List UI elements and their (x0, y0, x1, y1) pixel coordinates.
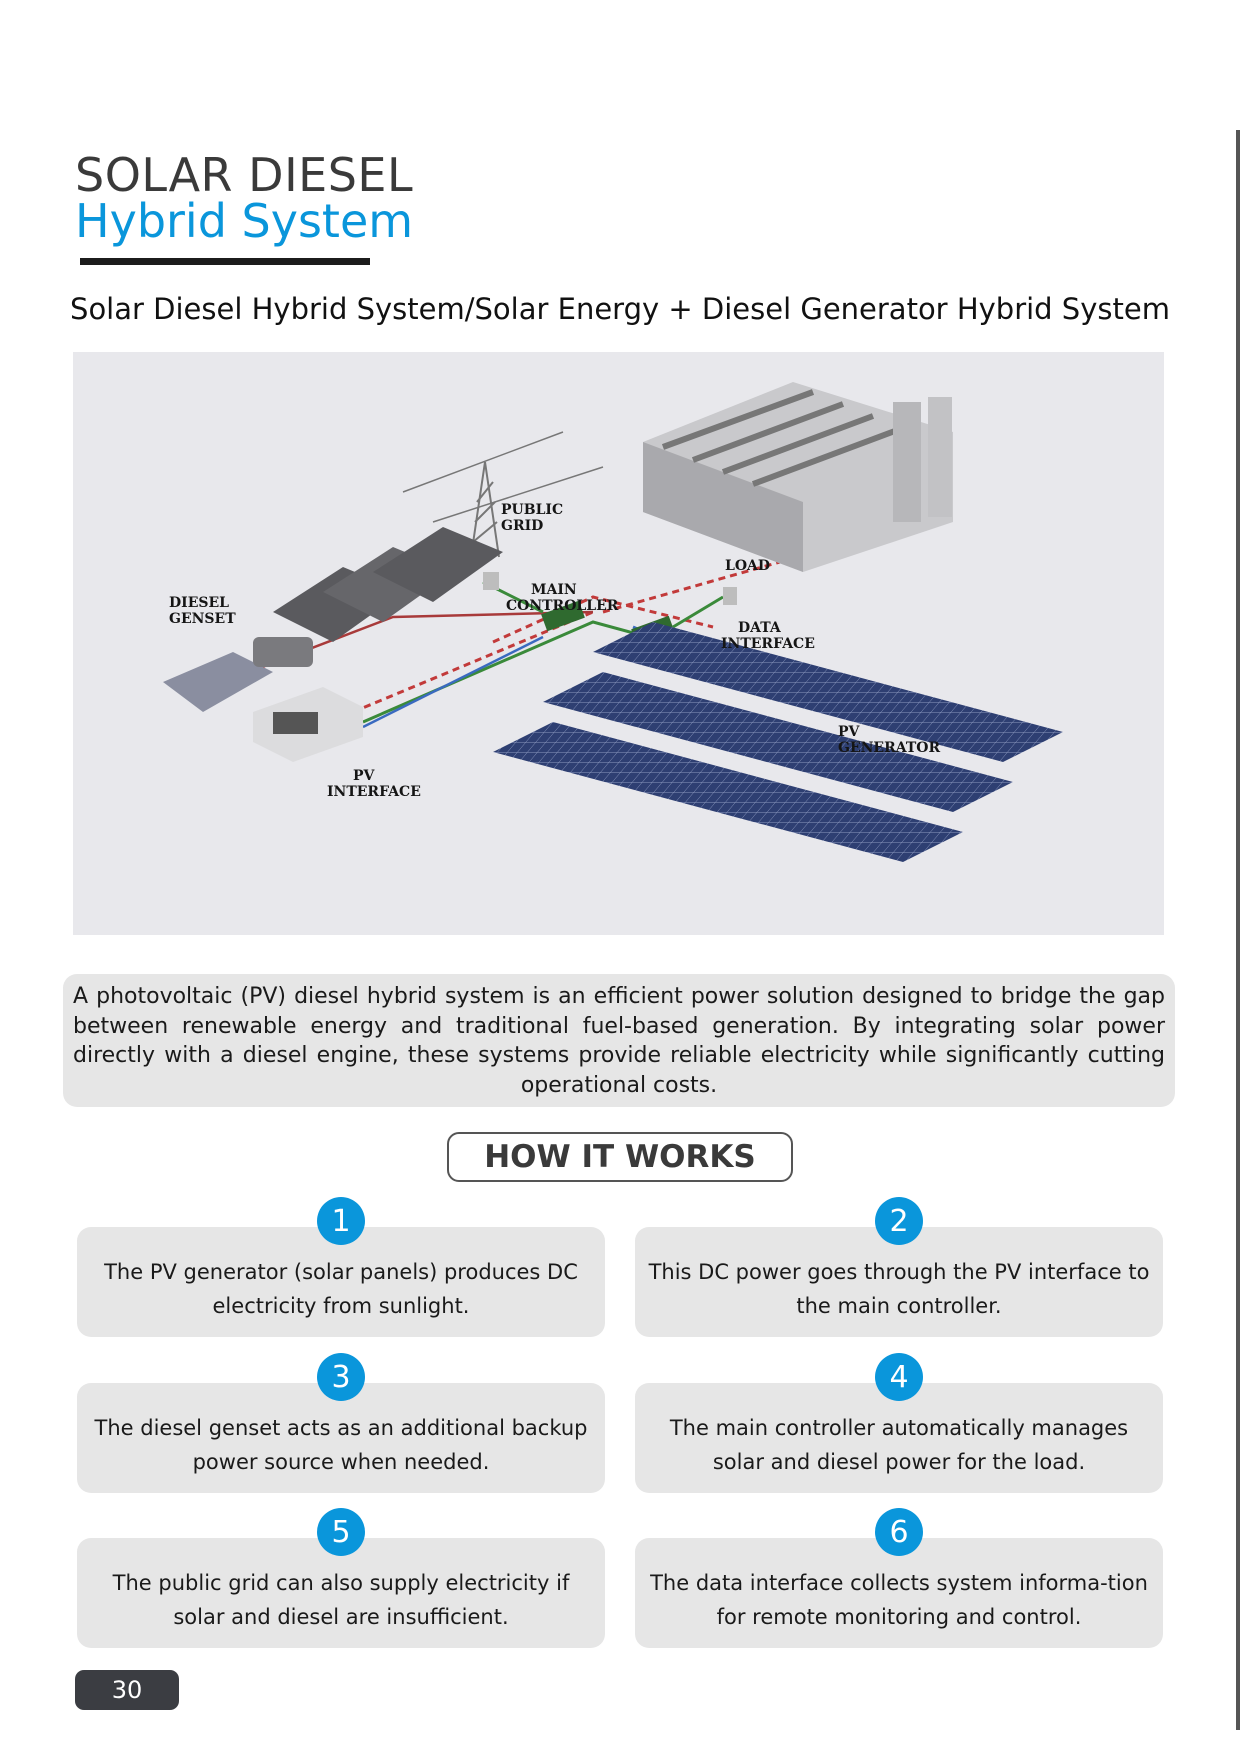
label-data-interface-2: INTERFACE (721, 636, 815, 652)
step-text: The diesel genset acts as an additional … (94, 1416, 588, 1474)
label-pv-generator-2: GENERATOR (838, 740, 940, 756)
pv-generator-panels (493, 622, 1063, 862)
step-text: The data interface collects system infor… (650, 1571, 1148, 1629)
step-card-3: The diesel genset acts as an additional … (77, 1383, 605, 1493)
step-text: The main controller automatically manage… (669, 1416, 1129, 1474)
label-pv-interface-1: PV (353, 768, 376, 784)
page-title-line2: Hybrid System (75, 194, 414, 248)
title-underline (80, 258, 370, 265)
diagram-illustration: PUBLIC GRID LOAD DIESEL GENSET MAIN CONT… (163, 382, 1063, 862)
label-diesel-genset-2: GENSET (169, 611, 236, 627)
label-pv-interface-2: INTERFACE (327, 784, 421, 800)
label-data-interface-1: DATA (738, 620, 782, 636)
step-text: This DC power goes through the PV interf… (648, 1260, 1150, 1318)
label-load: LOAD (725, 558, 770, 574)
step-text: The public grid can also supply electric… (112, 1571, 570, 1629)
step-card-2: This DC power goes through the PV interf… (635, 1227, 1163, 1337)
label-diesel-genset-1: DIESEL (169, 595, 229, 611)
diesel-genset-units (163, 527, 503, 712)
pv-interface-cabinet (253, 687, 363, 762)
label-main-controller-2: CONTROLLER (506, 598, 619, 614)
how-it-works-heading: HOW IT WORKS (447, 1132, 793, 1182)
step-number-badge: 6 (875, 1508, 923, 1556)
step-card-6: The data interface collects system infor… (635, 1538, 1163, 1648)
label-main-controller-1: MAIN (531, 582, 577, 598)
step-card-5: The public grid can also supply electric… (77, 1538, 605, 1648)
hybrid-system-diagram: PUBLIC GRID LOAD DIESEL GENSET MAIN CONT… (73, 352, 1164, 935)
step-number-badge: 2 (875, 1197, 923, 1245)
label-pv-generator-1: PV (838, 724, 861, 740)
step-text: The PV generator (solar panels) produces… (104, 1260, 578, 1318)
label-public-grid-1: PUBLIC (501, 502, 563, 518)
page-subtitle: Solar Diesel Hybrid System/Solar Energy … (70, 292, 1170, 326)
step-number-badge: 5 (317, 1508, 365, 1556)
step-number-badge: 3 (317, 1353, 365, 1401)
page-edge (1236, 130, 1240, 1730)
label-public-grid-2: GRID (501, 518, 543, 534)
step-card-1: The PV generator (solar panels) produces… (77, 1227, 605, 1337)
factory-building (643, 382, 953, 572)
diagram-labels: PUBLIC GRID LOAD DIESEL GENSET MAIN CONT… (169, 502, 940, 800)
step-number-badge: 1 (317, 1197, 365, 1245)
power-tower (402, 431, 604, 558)
intro-paragraph: A photovoltaic (PV) diesel hybrid system… (63, 974, 1175, 1107)
page-number: 30 (75, 1670, 179, 1710)
page-title-line1: SOLAR DIESEL (75, 148, 414, 202)
step-number-badge: 4 (875, 1353, 923, 1401)
step-card-4: The main controller automatically manage… (635, 1383, 1163, 1493)
